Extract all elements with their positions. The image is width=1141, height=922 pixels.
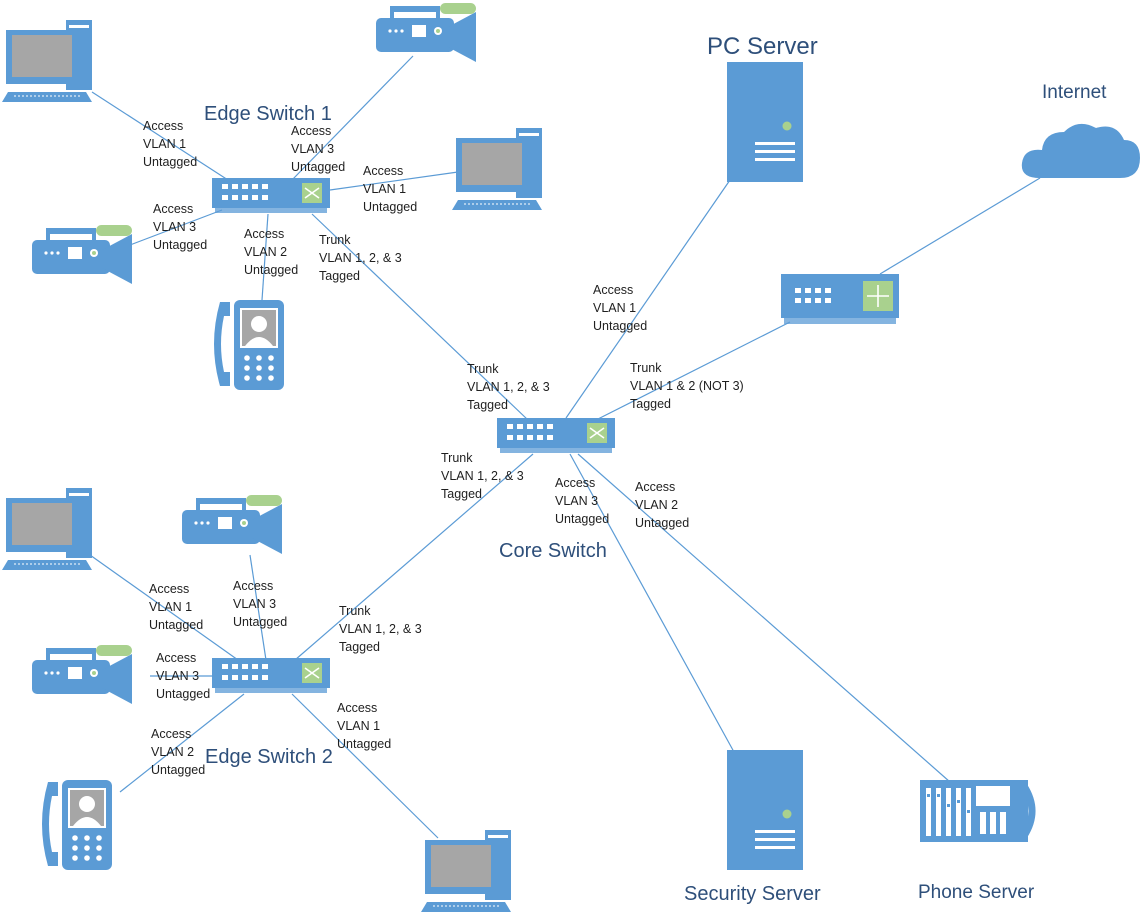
link-label: Access VLAN 3 Untagged bbox=[156, 651, 210, 701]
link-label: Access VLAN 3 Untagged bbox=[153, 202, 207, 252]
link-es1-cam-b bbox=[129, 209, 223, 246]
desktop-pc-icon bbox=[1, 19, 93, 103]
cloud-icon bbox=[1021, 123, 1140, 178]
link-es1-pc-b bbox=[329, 171, 459, 191]
internet-label: Internet bbox=[1042, 82, 1107, 103]
ip-phone-icon bbox=[42, 780, 112, 870]
video-camera-icon bbox=[32, 645, 132, 704]
link-es1-cam-a bbox=[291, 55, 414, 181]
link-es2-phone bbox=[119, 693, 245, 793]
video-camera-icon bbox=[32, 225, 132, 284]
link-label: Access VLAN 3 Untagged bbox=[233, 579, 287, 629]
link-core-pc-server bbox=[565, 179, 731, 419]
link-es1-phone bbox=[261, 213, 269, 301]
edge-switch-1-icon bbox=[211, 177, 331, 214]
ip-phone-icon bbox=[214, 300, 284, 390]
edge-switch-2-icon bbox=[211, 657, 331, 694]
link-label: Trunk VLAN 1, 2, & 3 Tagged bbox=[467, 362, 553, 412]
desktop-pc-icon bbox=[420, 829, 512, 913]
link-label: Access VLAN 3 Untagged bbox=[555, 476, 609, 526]
pc-server-label: PC Server bbox=[707, 33, 818, 60]
video-camera-icon bbox=[376, 3, 476, 62]
video-camera-icon bbox=[182, 495, 282, 554]
link-core-router bbox=[595, 321, 791, 421]
link-label: Trunk VLAN 1, 2, & 3 Tagged bbox=[339, 604, 425, 654]
link-labels: Access VLAN 1 Untagged Access VLAN 3 Unt… bbox=[143, 119, 747, 777]
link-core-security bbox=[569, 453, 735, 753]
link-label: Access VLAN 1 Untagged bbox=[149, 582, 203, 632]
core-switch-icon bbox=[496, 417, 616, 454]
link-label: Trunk VLAN 1, 2, & 3 Tagged bbox=[441, 451, 527, 501]
core-switch-label: Core Switch bbox=[499, 540, 607, 562]
security-server-icon bbox=[727, 750, 803, 870]
pc-server-icon bbox=[727, 62, 803, 182]
phone-server-label: Phone Server bbox=[918, 882, 1035, 903]
link-label: Access VLAN 1 Untagged bbox=[363, 164, 417, 214]
link-label: Access VLAN 2 Untagged bbox=[635, 480, 689, 530]
link-es1-core-trunk bbox=[311, 213, 529, 421]
link-es2-cam-a bbox=[249, 554, 267, 661]
link-es2-pc-b bbox=[291, 693, 439, 839]
link-label: Access VLAN 3 Untagged bbox=[291, 124, 345, 174]
link-label: Access VLAN 1 Untagged bbox=[593, 283, 647, 333]
link-label: Trunk VLAN 1, 2, & 3 Tagged bbox=[319, 233, 405, 283]
link-core-phone-server bbox=[577, 453, 951, 783]
link-core-es2-trunk bbox=[294, 453, 534, 661]
link-label: Trunk VLAN 1 & 2 (NOT 3) Tagged bbox=[630, 361, 747, 411]
security-server-label: Security Server bbox=[684, 883, 821, 905]
edge-switch-2-label: Edge Switch 2 bbox=[205, 746, 333, 768]
link-es1-pc-a bbox=[91, 91, 229, 181]
desktop-pc-icon bbox=[451, 127, 543, 211]
link-router-internet bbox=[879, 177, 1041, 275]
link-label: Access VLAN 2 Untagged bbox=[151, 727, 205, 777]
connection-lines bbox=[89, 55, 1041, 839]
link-label: Access VLAN 1 Untagged bbox=[337, 701, 391, 751]
phone-server-icon bbox=[920, 780, 1032, 842]
router-icon bbox=[780, 273, 900, 325]
desktop-pc-icon bbox=[1, 487, 93, 571]
link-label: Access VLAN 1 Untagged bbox=[143, 119, 197, 169]
link-es2-pc-a bbox=[89, 554, 239, 661]
edge-switch-1-label: Edge Switch 1 bbox=[204, 103, 332, 125]
link-label: Access VLAN 2 Untagged bbox=[244, 227, 298, 277]
